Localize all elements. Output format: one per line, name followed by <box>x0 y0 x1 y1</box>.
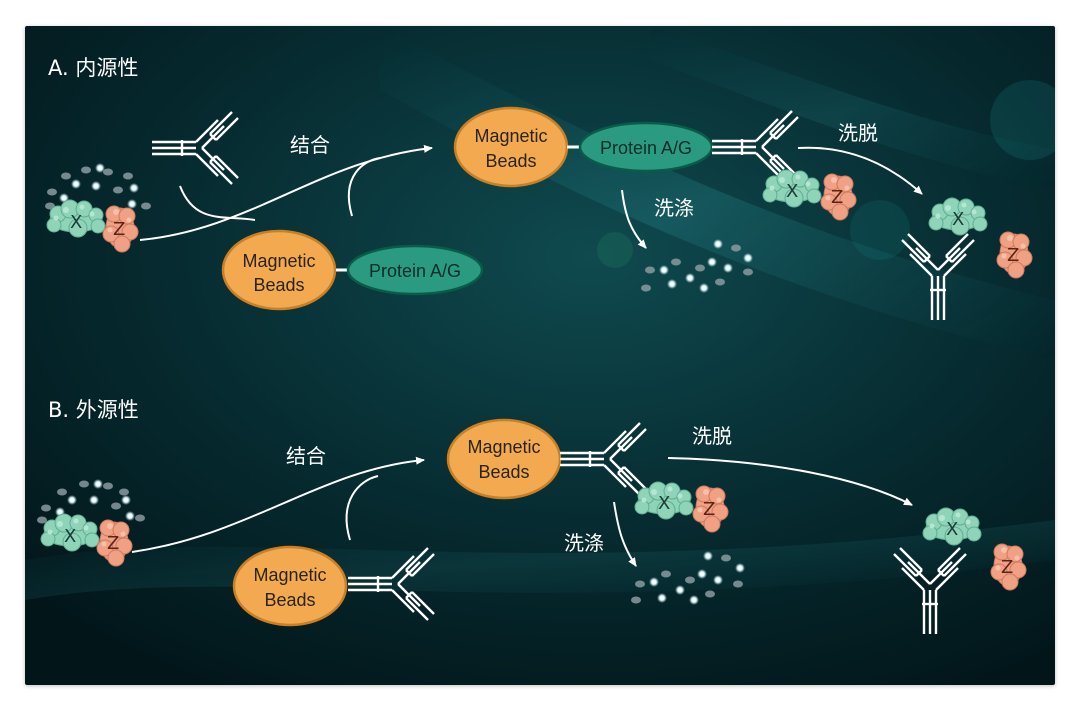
x-label: X <box>786 181 798 202</box>
bind-label-b: 结合 <box>286 444 326 468</box>
bead-label-line1: Magnetic <box>467 437 540 457</box>
z-protein-b: Z <box>96 519 133 567</box>
wash-label-a: 洗涤 <box>654 196 694 220</box>
diagram-canvas: A. 内源性 X Z <box>25 26 1055 685</box>
x-protein-a-bound: X <box>762 169 822 208</box>
panel-a-title: A. 内源性 <box>48 56 138 80</box>
binding-arrow-b-main <box>131 456 425 553</box>
bead-label-line2: Beads <box>264 590 315 610</box>
elute-arrow-a <box>797 146 923 195</box>
magnetic-beads-a-start: Magnetic Beads <box>221 229 337 311</box>
washed-contaminants-b <box>631 551 745 605</box>
bead-label-line2: Beads <box>485 151 536 171</box>
magnetic-beads-b-bound: Magnetic Beads <box>446 418 562 500</box>
x-protein-b: X <box>40 513 100 552</box>
bead-label-line1: Magnetic <box>474 126 547 146</box>
sample-mixture-a <box>45 163 151 210</box>
magnetic-beads-b-start: Magnetic Beads <box>232 545 348 627</box>
magnetic-beads-a-bound: Magnetic Beads <box>453 106 569 188</box>
z-label: Z <box>703 499 715 520</box>
protein-ag-label: Protein A/G <box>600 138 692 158</box>
protein-ag-label: Protein A/G <box>369 261 461 281</box>
x-protein-a-label: X <box>70 212 82 233</box>
elute-label-b: 洗脱 <box>692 424 732 448</box>
bead-label-line2: Beads <box>478 462 529 482</box>
bead-label-line2: Beads <box>253 275 304 295</box>
z-protein-a-bound: Z <box>820 173 857 221</box>
x-protein-a-eluted: X <box>928 197 988 236</box>
x-label: X <box>952 209 964 230</box>
bead-label-line1: Magnetic <box>242 251 315 271</box>
x-protein-a: X <box>46 199 106 238</box>
x-protein-b-eluted: X <box>922 507 982 546</box>
x-protein-b-bound: X <box>634 481 694 520</box>
protein-ag-a-start: Protein A/G <box>346 244 484 296</box>
z-protein-b-eluted: Z <box>990 543 1027 591</box>
bind-label-a: 结合 <box>290 133 330 157</box>
z-label: Z <box>107 533 119 554</box>
binding-arrow-b-beads <box>345 475 379 541</box>
binding-arrow-a-beads <box>347 157 381 217</box>
binding-arrow-a-main <box>139 144 433 241</box>
wash-arrow-a <box>621 189 647 249</box>
elute-label-a: 洗脱 <box>838 121 878 145</box>
z-protein-a: Z <box>102 205 139 253</box>
binding-arrow-a-antibody <box>179 185 256 221</box>
bead-label-line1: Magnetic <box>253 565 326 585</box>
z-label: Z <box>831 187 843 208</box>
x-label: X <box>658 493 670 514</box>
x-label: X <box>64 526 76 547</box>
sample-mixture-b <box>37 479 145 524</box>
protein-ag-a-bound: Protein A/G <box>578 121 714 173</box>
z-label: Z <box>1007 245 1019 266</box>
elute-arrow-b <box>667 457 913 506</box>
z-label: Z <box>1001 557 1013 578</box>
ip-diagram-figure: A. 内源性 X Z <box>25 26 1055 685</box>
z-protein-a-eluted: Z <box>996 231 1033 279</box>
panel-a: A. 内源性 X Z <box>45 56 1033 322</box>
panel-b-title: B. 外源性 <box>48 398 139 422</box>
x-label: X <box>946 519 958 540</box>
z-protein-a-label: Z <box>113 219 125 240</box>
wash-label-b: 洗涤 <box>564 531 604 555</box>
z-protein-b-bound: Z <box>692 485 729 533</box>
wash-arrow-b <box>613 501 637 567</box>
washed-contaminants-a <box>641 239 753 293</box>
panel-b: B. 外源性 X Z 结合 Magnetic <box>37 398 1027 636</box>
